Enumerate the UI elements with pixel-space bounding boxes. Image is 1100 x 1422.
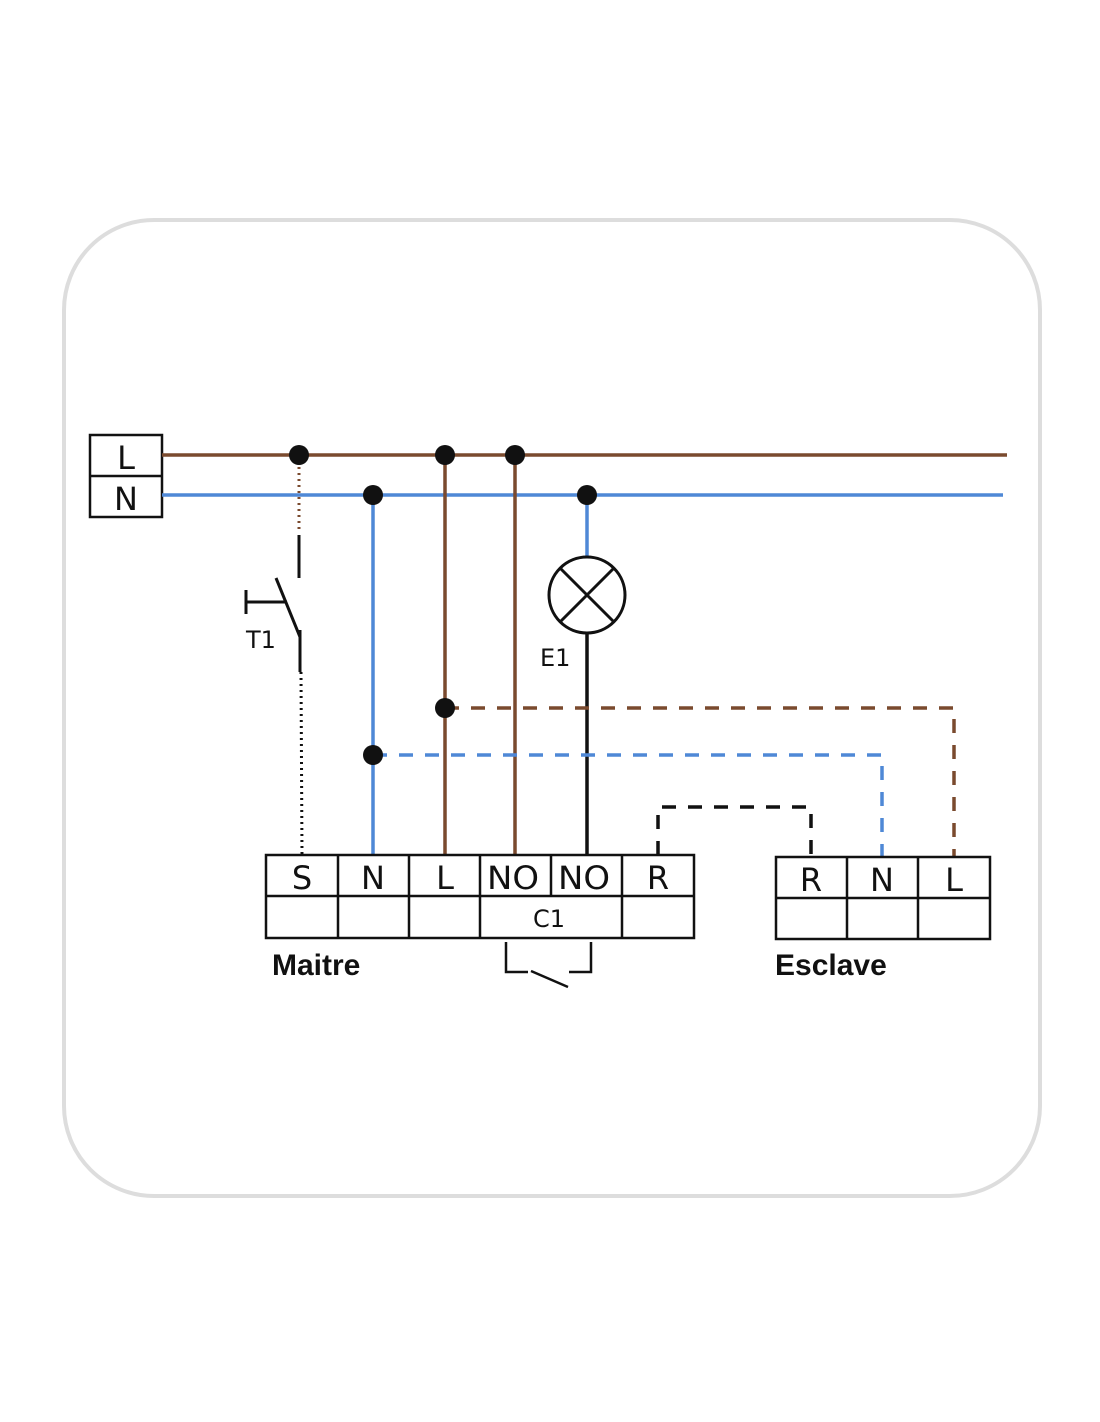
master-terminal-l: L (436, 859, 454, 897)
supply-terminal (88, 433, 164, 519)
junction-dots (289, 445, 597, 765)
junction-dot (435, 698, 455, 718)
lamp-symbol (547, 555, 627, 635)
master-device-name: Maitre (272, 949, 360, 982)
pushbutton-symbol (244, 535, 302, 672)
slave-terminal-r: R (800, 861, 822, 899)
slave-device-name: Esclave (775, 949, 887, 982)
contact-label: C1 (533, 905, 565, 933)
master-terminal-s: S (292, 859, 312, 897)
junction-dot (289, 445, 309, 465)
master-terminal-n: N (361, 859, 385, 897)
pushbutton-label: T1 (245, 626, 276, 654)
supply-phase-label: L (117, 439, 135, 477)
supply-neutral-label: N (114, 480, 138, 518)
junction-dot (363, 745, 383, 765)
slave-neutral-link-dashed (373, 753, 884, 857)
relay-contact-symbol (504, 942, 593, 989)
master-terminal-r: R (647, 859, 669, 897)
slave-terminal-block (774, 855, 992, 941)
slave-terminal-n: N (870, 861, 894, 899)
lamp-label: E1 (540, 644, 570, 672)
junction-dot (435, 445, 455, 465)
slave-phase-link-dashed (445, 706, 956, 857)
junction-dot (505, 445, 525, 465)
master-terminal-block (264, 853, 696, 940)
junction-dot (577, 485, 597, 505)
master-terminal-no1: NO (487, 859, 539, 897)
slave-terminal-l: L (945, 861, 963, 899)
junction-dot (363, 485, 383, 505)
t1-to-s-dotted (299, 671, 304, 856)
master-terminal-no2: NO (558, 859, 610, 897)
